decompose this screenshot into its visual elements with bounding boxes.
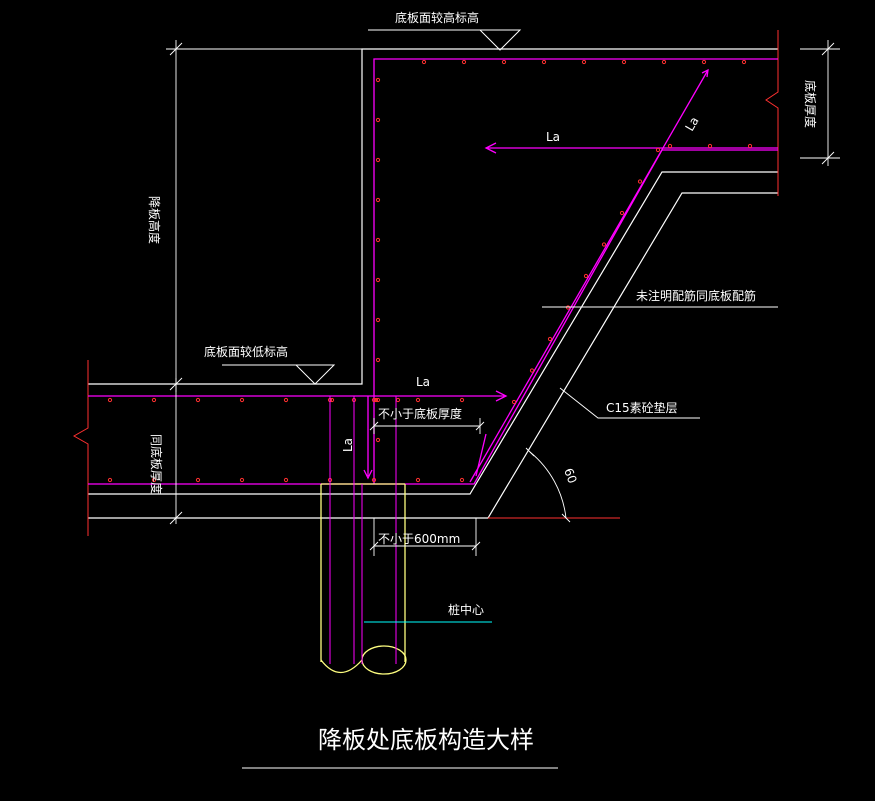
pile — [320, 483, 407, 675]
label-low-elev: 底板面较低标高 — [204, 344, 288, 359]
angle-arc — [529, 451, 567, 519]
rebar-dot — [547, 336, 553, 342]
rebar-dot — [421, 59, 427, 65]
rebar-dot — [415, 397, 421, 403]
slab-bottom-edge — [88, 192, 778, 519]
rebar-dot — [371, 397, 377, 403]
rebar-wall-inner — [373, 58, 778, 484]
rebar-diagonal — [469, 69, 709, 483]
rebar-dot — [583, 273, 589, 279]
break-mark-right — [765, 30, 779, 196]
pile-bottom-right — [361, 645, 407, 675]
rebar-la-arrow — [495, 390, 508, 402]
drawing-title: 降板处底板构造大样 — [318, 726, 534, 754]
rebar-dot — [373, 397, 379, 403]
rebar-diag-arrow — [701, 68, 709, 78]
rebar-dot — [375, 157, 381, 163]
rebar-dot — [395, 397, 401, 403]
concrete-outline — [88, 48, 778, 519]
rebar-dot — [375, 77, 381, 83]
rebar-dot — [621, 59, 627, 65]
rebar-dot — [195, 477, 201, 483]
rebar-dot — [655, 147, 661, 153]
label-la-top: La — [546, 130, 560, 144]
rebar-dot — [151, 477, 157, 483]
rebar-dot — [283, 477, 289, 483]
rebar-dot — [371, 477, 377, 483]
rebar-dot — [151, 397, 157, 403]
rebar-dot — [581, 59, 587, 65]
label-slab-thick-left: 同底板厚度 — [149, 434, 164, 494]
rebar-dot — [637, 179, 643, 184]
rebar-dot — [375, 277, 381, 283]
rebar-dot — [529, 368, 535, 373]
rebar-dot — [107, 397, 113, 403]
elev-low-triangle — [294, 364, 336, 385]
label-rebar-note: 未注明配筋同底板配筋 — [636, 288, 756, 303]
rebar-dot — [375, 317, 381, 323]
rebar-dot — [283, 397, 289, 403]
label-la-bottom: La — [416, 375, 430, 389]
elev-top-triangle — [478, 29, 522, 51]
elevation-symbols — [222, 29, 522, 385]
rebar-dot — [565, 305, 571, 310]
rebar-dot — [461, 59, 467, 65]
rebar-dot — [707, 143, 713, 149]
rebar-dot — [375, 357, 381, 363]
rebar-dot — [541, 59, 547, 65]
rebar-vert-arrow — [363, 469, 373, 480]
break-mark-left — [72, 360, 89, 536]
rebar-dot — [667, 143, 673, 149]
pile-rebars — [329, 396, 397, 664]
label-angle: 60 — [561, 466, 579, 485]
rebar-dot — [661, 59, 667, 65]
rebar-bottom-bottom — [88, 149, 778, 485]
rebar-dot — [701, 59, 707, 65]
break-marks — [72, 30, 779, 536]
label-c15-note: C15素砼垫层 — [606, 400, 678, 415]
label-drop-height: 降板高度 — [147, 196, 162, 244]
label-top-elev: 底板面较高标高 — [395, 10, 479, 25]
label-not-less-thick: 不小于底板厚度 — [378, 406, 462, 421]
pile-bottom-left — [320, 659, 363, 674]
rebar-dot — [375, 237, 381, 243]
label-pile-center: 桩中心 — [448, 602, 484, 617]
cushion-edge — [88, 171, 778, 495]
rebar-dots — [107, 59, 753, 483]
rebar-dot — [511, 399, 517, 405]
rebar-dot — [601, 242, 607, 247]
rebar-dot — [747, 143, 753, 149]
slab-top-edge — [88, 48, 778, 385]
rebar-dot — [195, 397, 201, 403]
rebar-dot — [375, 117, 381, 123]
rebar-dot — [107, 477, 113, 483]
rebar-dot — [459, 397, 465, 403]
rebar-dot — [459, 477, 465, 483]
rebars — [88, 58, 778, 485]
c15-leader — [559, 387, 700, 419]
rebar-dot — [741, 59, 747, 65]
rebar-dot — [415, 477, 421, 483]
rebar-dot — [375, 197, 381, 203]
dimensions — [162, 40, 840, 556]
rebar-dot — [501, 59, 507, 65]
label-not-less-600: 不小于600mm — [378, 532, 460, 546]
rebar-hook — [475, 433, 487, 477]
label-slab-thick-right: 底板厚度 — [803, 80, 818, 128]
label-la-vert: La — [341, 438, 355, 452]
rebar-dot — [375, 397, 381, 403]
rebar-dot — [375, 437, 381, 443]
rebar-dot — [239, 477, 245, 483]
label-la-diag: La — [682, 114, 701, 133]
rebar-dot — [619, 210, 625, 216]
rebar-dot — [239, 397, 245, 403]
